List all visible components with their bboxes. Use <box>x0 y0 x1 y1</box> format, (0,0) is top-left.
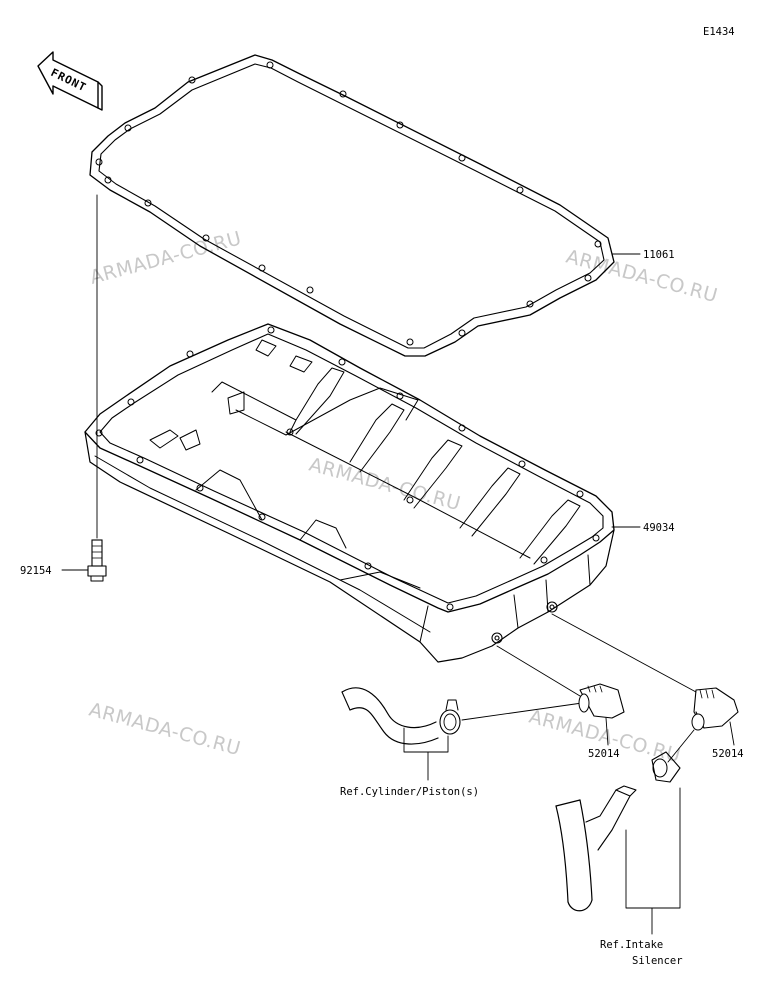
watermark-4: ARMADA-CO.RU <box>87 699 243 761</box>
fitting-right <box>551 613 739 763</box>
ref-intake-label-line2: Silencer <box>632 955 683 967</box>
callout-oil-pan: 49034 <box>643 522 675 534</box>
front-label: FRONT <box>49 66 89 94</box>
leader-lines <box>61 253 681 935</box>
callout-bolt: 92154 <box>20 565 52 577</box>
watermark-3: ARMADA-CO.RU <box>307 454 463 516</box>
diagram-id: E1434 <box>703 26 735 38</box>
fitting-left <box>461 645 625 746</box>
bolt <box>87 194 107 582</box>
hose-intake <box>555 751 681 912</box>
oil-pan <box>84 323 615 663</box>
callout-gasket: 11061 <box>643 249 675 261</box>
callout-fitting-left: 52014 <box>588 748 620 760</box>
front-arrow-icon: FRONT <box>37 51 103 111</box>
ref-intake-label-line1: Ref.Intake <box>600 939 663 951</box>
oil-pan-gasket <box>89 54 615 357</box>
hose-cylinder <box>341 687 461 745</box>
watermark-2: ARMADA-CO.RU <box>564 246 720 308</box>
watermarks: ARMADA-CO.RU ARMADA-CO.RU ARMADA-CO.RU A… <box>87 227 720 767</box>
ref-cylinder-label: Ref.Cylinder/Piston(s) <box>340 786 479 798</box>
callout-fitting-right: 52014 <box>712 748 744 760</box>
